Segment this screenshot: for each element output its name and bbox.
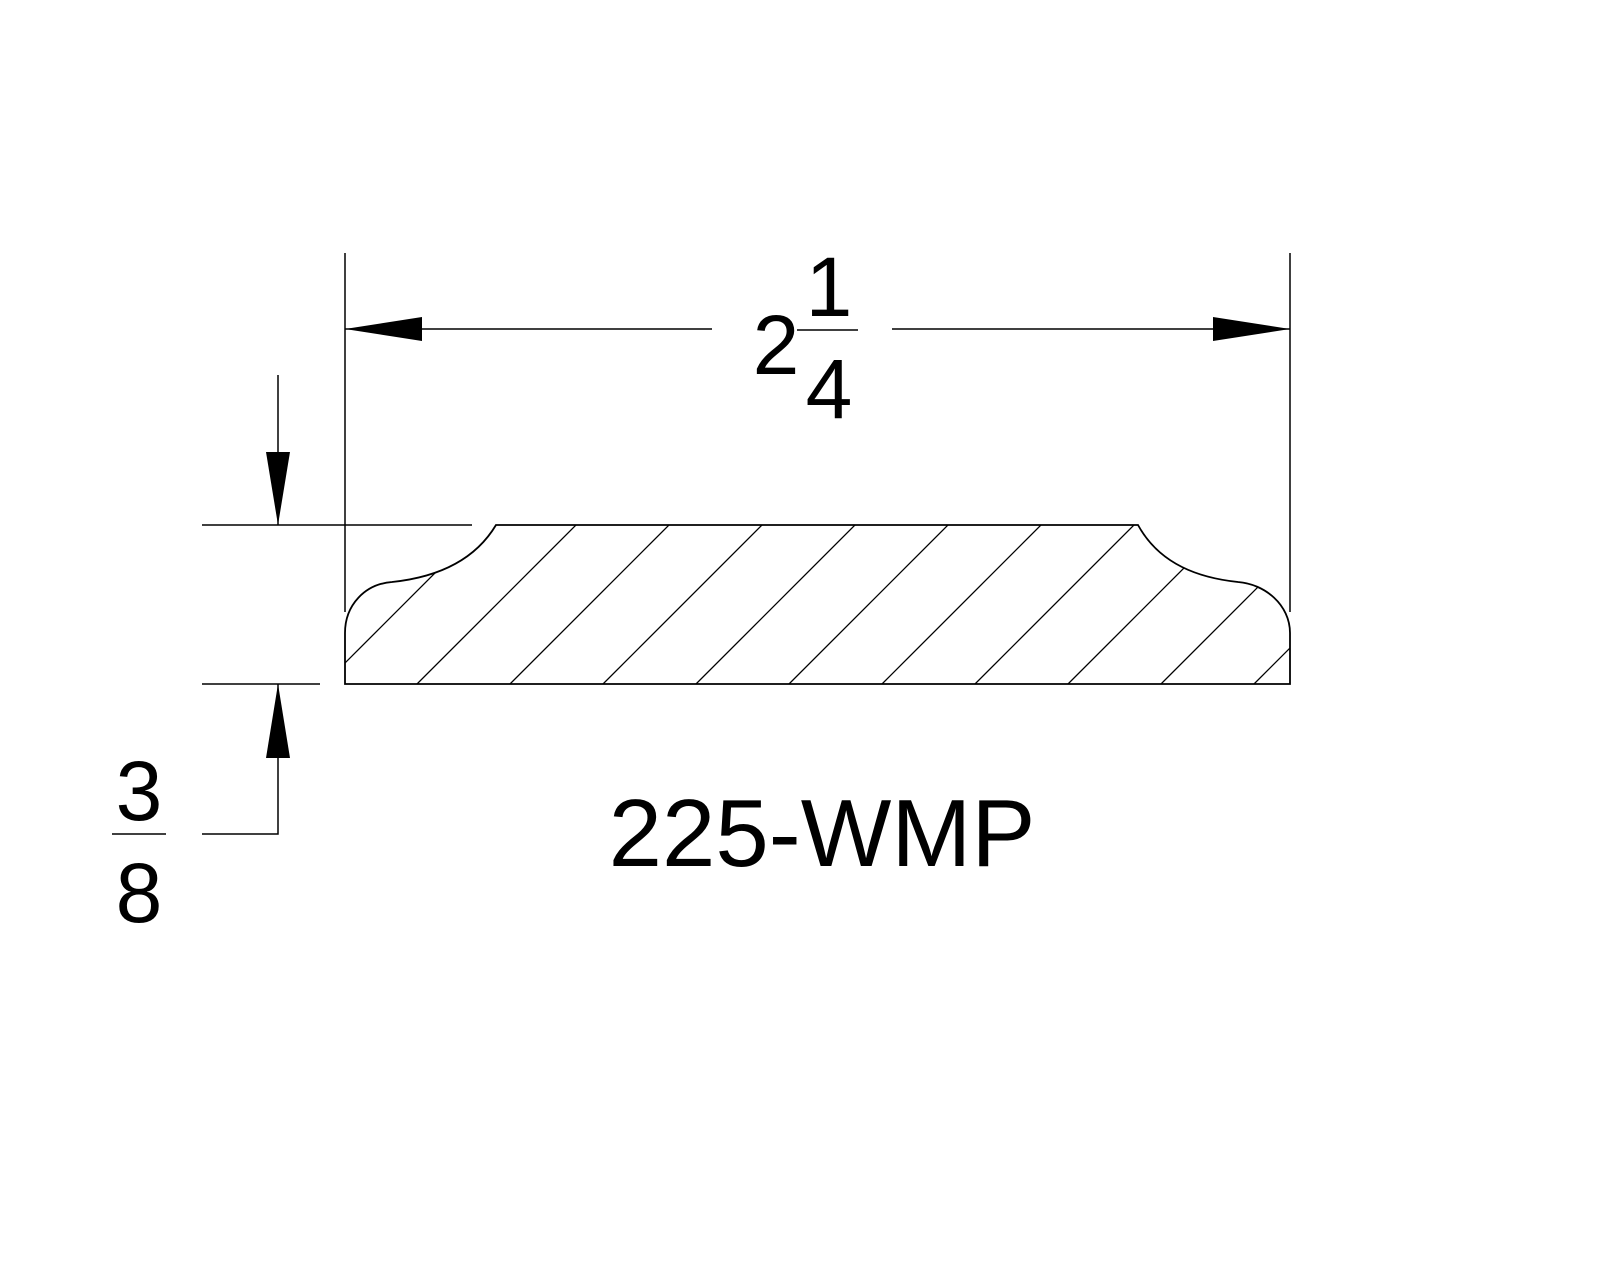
part-number-label: 225-WMP — [609, 780, 1036, 887]
section-hatching — [345, 525, 1290, 684]
profile-outline — [344, 524, 1291, 685]
width-whole-number: 2 — [753, 298, 800, 392]
right-arrowhead-icon — [1213, 317, 1290, 341]
thickness-dimension-label: 3 8 — [112, 744, 166, 940]
width-numerator: 1 — [806, 240, 853, 334]
thickness-leaders — [202, 375, 279, 835]
thickness-extension-lines — [202, 524, 472, 685]
bottom-leader-line — [202, 684, 279, 835]
width-dimension-label: 2 1 4 — [753, 240, 858, 436]
up-arrowhead-icon — [266, 684, 290, 758]
width-denominator: 4 — [806, 342, 853, 436]
thickness-denominator: 8 — [116, 846, 163, 940]
width-extension-lines — [344, 253, 1291, 612]
down-arrowhead-icon — [266, 452, 290, 525]
thickness-numerator: 3 — [116, 744, 163, 838]
moulding-profile — [344, 524, 1291, 685]
left-arrowhead-icon — [345, 317, 422, 341]
